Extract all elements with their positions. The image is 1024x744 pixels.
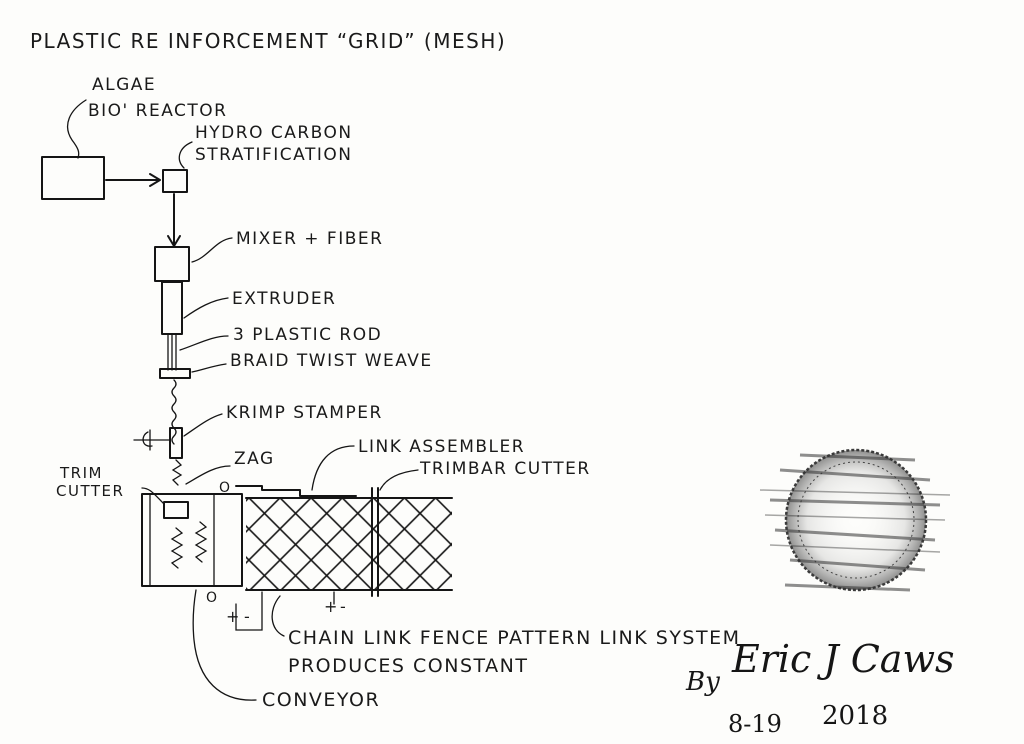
krimp-leader-line	[183, 413, 223, 437]
hydrocarbon-leader-line	[178, 141, 193, 169]
link-assembler-bar	[235, 485, 357, 497]
braid-twist-weave-unit	[159, 368, 191, 379]
zag-leader-line	[185, 465, 231, 485]
braided-strand	[171, 379, 177, 445]
mixer-leader-line	[191, 237, 233, 263]
algae-bioreactor-box	[41, 156, 105, 200]
zigzag-wire-1	[170, 527, 184, 569]
trim-label: TRIM	[59, 464, 103, 482]
signature-by: By	[685, 667, 720, 697]
trimbar-cutter-label: TRIMBAR CUTTER	[419, 459, 591, 479]
polarity-minus-1: -	[244, 607, 251, 626]
chain-leader-line	[271, 595, 285, 637]
braid-leader-line	[191, 363, 227, 373]
signature-date-year: 2018	[822, 701, 888, 731]
polarity-plus-2: +	[324, 597, 339, 616]
braid-label: BRAID TWIST WEAVE	[230, 351, 433, 371]
algae-leader-line	[67, 99, 87, 159]
signature-date-day: 8-19	[728, 710, 782, 738]
pole-mark-top: O	[219, 480, 232, 496]
diagram-title: PLASTIC RE INFORCEMENT “GRID” (MESH)	[30, 29, 506, 53]
electrode-lead-1	[235, 591, 263, 631]
chain-link-mesh	[246, 498, 452, 590]
pole-mark-bottom: O	[206, 590, 219, 606]
algae-label: ALGAE	[92, 75, 156, 95]
extruder-leader-line	[183, 297, 229, 319]
plastic-rod-label: 3 PLASTIC ROD	[233, 325, 382, 345]
mixer-box	[154, 246, 190, 282]
signature-name: Eric J Caws	[731, 637, 955, 681]
extruder-body	[161, 281, 183, 335]
conveyor-label: CONVEYOR	[262, 689, 380, 711]
trim-cutter-leader-line	[141, 487, 165, 505]
extruder-label: EXTRUDER	[232, 289, 336, 309]
link-assembler-label: LINK ASSEMBLER	[358, 437, 525, 457]
hydrocarbon-box	[162, 169, 188, 193]
zag-label: ZAG	[234, 449, 275, 469]
bioreactor-label: BIO' REACTOR	[88, 101, 227, 121]
polarity-minus-2: -	[340, 597, 347, 616]
krimp-label: KRIMP STAMPER	[226, 403, 383, 423]
notary-stamp	[759, 448, 951, 592]
zigzag-wire-2	[194, 521, 208, 563]
zag-strand	[171, 459, 183, 486]
conveyor-frame	[141, 493, 243, 587]
arrowhead-1	[149, 173, 161, 187]
polarity-plus-1: +	[226, 607, 241, 626]
krimp-rotation-icon	[142, 429, 153, 451]
cutter-label: CUTTER	[56, 482, 124, 500]
link-assembler-leader-line	[311, 445, 355, 491]
hydrocarbon-label: HYDRO CARBON	[195, 123, 353, 143]
conveyor-leader-line	[192, 589, 257, 701]
stratification-label: STRATIFICATION	[195, 145, 352, 165]
krimp-stamper	[169, 427, 183, 459]
produces-constant-label: PRODUCES CONSTANT	[288, 655, 528, 677]
rod-leader-line	[179, 335, 229, 351]
mixer-label: MIXER + FIBER	[236, 229, 383, 249]
trim-cutter-box	[163, 501, 189, 519]
trimbar-leader-line	[379, 469, 419, 491]
chain-link-label: CHAIN LINK FENCE PATTERN LINK SYSTEM	[288, 627, 741, 649]
